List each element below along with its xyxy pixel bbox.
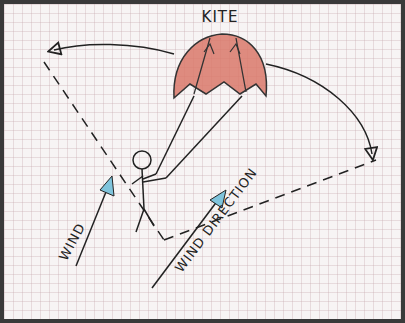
wind-label: WIND DIRECTION bbox=[172, 165, 260, 275]
stick-figure bbox=[132, 151, 166, 232]
window-edge bbox=[44, 62, 164, 240]
arrow-head bbox=[100, 176, 114, 196]
kite-line bbox=[156, 96, 194, 174]
wind-arrow bbox=[152, 200, 218, 288]
flight-arc bbox=[54, 44, 174, 54]
kite-line bbox=[166, 96, 242, 178]
wind-label: WIND bbox=[56, 220, 88, 263]
grid-paper: KITE WIND WIND DIRECTION bbox=[4, 4, 401, 319]
flight-arc bbox=[266, 64, 372, 154]
window-edge bbox=[164, 160, 376, 240]
node-label: KITE bbox=[166, 8, 274, 26]
kite-node: KITE bbox=[166, 8, 274, 106]
